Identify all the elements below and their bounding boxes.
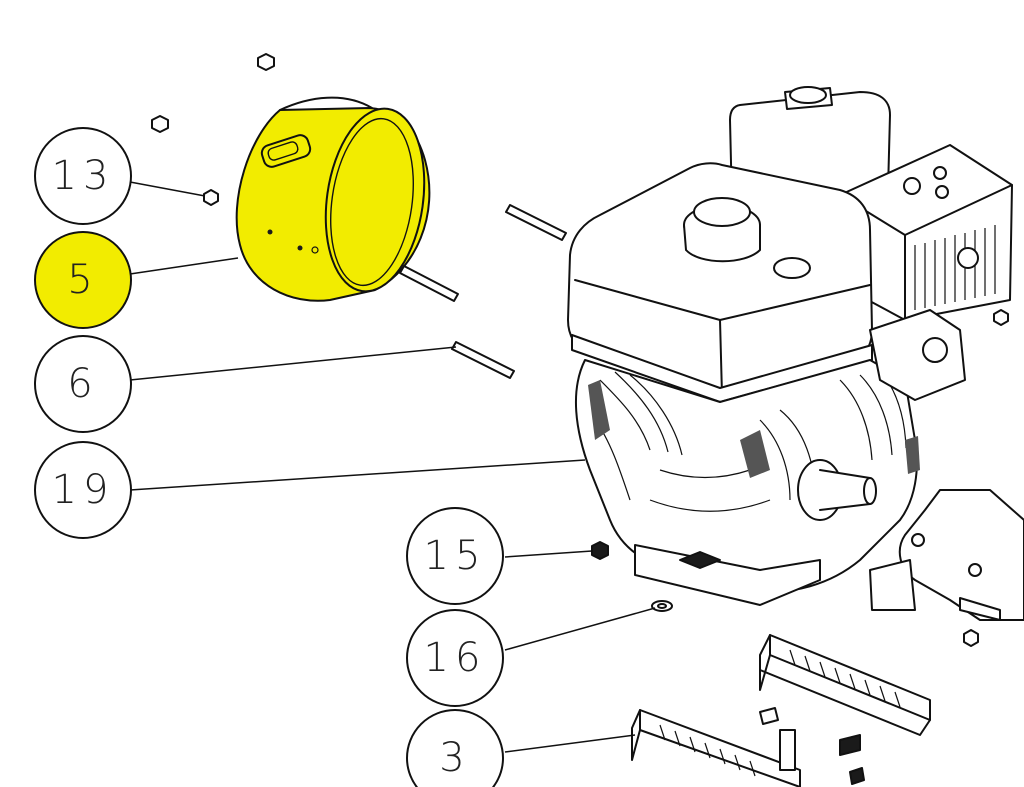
callout-13: 13 <box>34 127 132 225</box>
callout-5-highlighted: 5 <box>34 231 132 329</box>
callout-label-3: 3 <box>439 735 470 781</box>
mounting-bracket <box>869 489 1024 621</box>
callout-15: 15 <box>406 507 504 605</box>
stud-bolts <box>399 204 567 379</box>
callout-label-13: 13 <box>52 153 115 199</box>
engine-assembly <box>567 86 1013 606</box>
small-hardware-parts <box>151 53 1009 647</box>
callout-19: 19 <box>34 441 132 539</box>
spacer-ring-part <box>235 96 431 302</box>
callout-label-5: 5 <box>67 257 98 303</box>
mounting-rails <box>631 634 931 787</box>
callout-6: 6 <box>34 335 132 433</box>
callout-label-16: 16 <box>424 635 487 681</box>
callout-label-6: 6 <box>67 361 98 407</box>
callout-label-15: 15 <box>424 533 487 579</box>
callout-3: 3 <box>406 709 504 787</box>
callout-label-19: 19 <box>52 467 115 513</box>
leader-lines <box>129 181 656 753</box>
callout-16: 16 <box>406 609 504 707</box>
